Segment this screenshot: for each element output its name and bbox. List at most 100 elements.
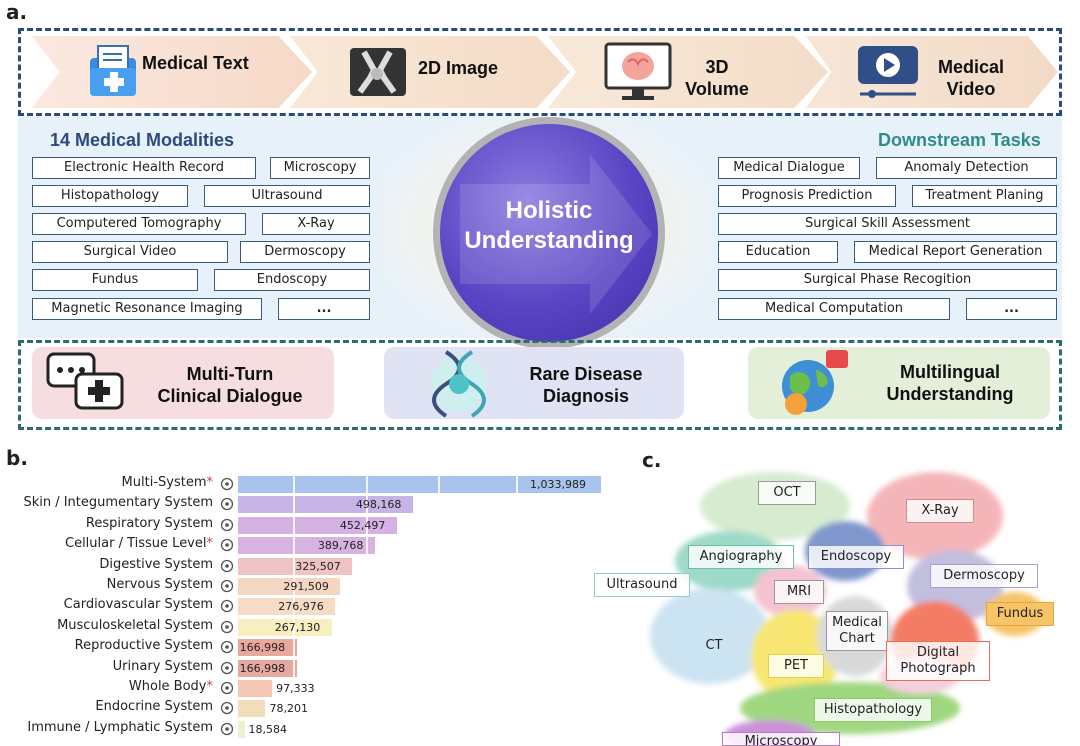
heart-icon — [220, 600, 234, 613]
bar-category-text: Reproductive System — [74, 638, 213, 654]
bar-value-label: 498,168 — [355, 498, 402, 512]
modality-box: Microscopy — [270, 157, 370, 179]
modality-box: Histopathology — [32, 185, 188, 207]
bar-star-marker: * — [206, 475, 214, 490]
bone-icon — [220, 620, 234, 633]
bar-gridline — [293, 537, 295, 555]
task-box: Treatment Planing — [912, 185, 1057, 207]
cluster-label-fundus: Fundus — [986, 602, 1054, 626]
bar — [238, 700, 266, 718]
lymph-icon — [220, 722, 234, 735]
panel-b-label: b. — [6, 446, 28, 470]
bar-gridline — [293, 557, 295, 575]
modality-types-frame — [18, 28, 1062, 116]
kidney-icon — [220, 661, 234, 674]
bar-gridline — [366, 476, 368, 493]
bar-gridline — [293, 618, 295, 636]
cluster-label-histopathology: Histopathology — [814, 698, 932, 722]
uterus-icon — [220, 641, 234, 654]
modality-box: Electronic Health Record — [32, 157, 256, 179]
bar-category-label: Cellular / Tissue Level* — [18, 536, 213, 551]
bar — [238, 618, 332, 636]
dna-helix-icon — [431, 350, 487, 418]
modality-box: Computered Tomography — [32, 213, 246, 235]
cluster-label-digital-photograph: Digital Photograph — [886, 641, 990, 681]
cluster-label-endoscopy: Endoscopy — [808, 545, 904, 569]
brain-monitor-icon — [604, 42, 672, 100]
ct-cluster — [650, 588, 770, 684]
panel-c-label: c. — [642, 448, 662, 472]
bar-category-label: Reproductive System — [18, 638, 213, 653]
stomach-icon — [220, 559, 234, 572]
bar-gridline — [293, 639, 295, 657]
cluster-label-ct: CT — [705, 638, 723, 653]
bar-category-text: Cardiovascular System — [63, 597, 213, 613]
task-box: Medical Computation — [718, 298, 950, 320]
bar-value-label: 97,333 — [276, 682, 315, 695]
holistic-understanding-label: Holistic Understanding — [440, 196, 658, 256]
bar-gridline — [293, 659, 295, 677]
bar-value-label: 18,584 — [248, 722, 288, 736]
bar-category-label: Skin / Integumentary System — [18, 495, 213, 510]
bar-gridline — [293, 516, 295, 534]
bar-value-label: 389,768 — [317, 539, 364, 553]
bar-value-label: 166,998 — [239, 661, 286, 675]
modality-box-more: ... — [278, 298, 370, 320]
cluster-label-angiography: Angiography — [688, 545, 794, 569]
bar-category-text: Immune / Lymphatic System — [27, 719, 213, 735]
bar-category-text: Nervous System — [106, 577, 213, 592]
bar-gridline — [293, 578, 295, 595]
medical-folder-icon — [90, 45, 136, 96]
modality-box: Dermoscopy — [240, 241, 370, 263]
bar-gridline — [516, 476, 518, 493]
bar-category-label: Immune / Lymphatic System — [18, 720, 213, 735]
task-box: Medical Report Generation — [854, 241, 1057, 263]
skin-icon — [220, 498, 234, 511]
feature-dialogue-label: Multi-Turn Clinical Dialogue — [140, 363, 320, 407]
bar-value-label: 78,201 — [269, 702, 308, 716]
bar-category-text: Cellular / Tissue Level — [65, 536, 207, 552]
bar-gridline — [293, 476, 295, 493]
bar-star-marker: * — [206, 679, 214, 694]
task-box-more: ... — [966, 298, 1057, 320]
bar-value-label: 1,033,989 — [530, 478, 586, 491]
modality-box: X-Ray — [262, 213, 370, 235]
modality-box: Endoscopy — [214, 269, 370, 291]
bar-category-label: Respiratory System — [18, 516, 213, 531]
medical-video-text: Medical Video — [937, 57, 1005, 99]
multi-system-icon — [220, 477, 234, 491]
bar-category-label: Cardiovascular System — [18, 597, 213, 612]
bar — [238, 639, 297, 657]
2d-image-label: 2D Image — [418, 58, 499, 78]
modality-box: Magnetic Resonance Imaging — [32, 298, 262, 320]
bar-value-label: 452,497 — [339, 518, 386, 532]
bar-category-label: Urinary System — [18, 659, 213, 674]
bar-gridline — [366, 496, 368, 514]
bar-category-text: Respiratory System — [85, 515, 213, 531]
bar-value-label: 267,130 — [274, 620, 321, 634]
feature-multilingual-label: Multilingual Understanding — [864, 361, 1036, 405]
task-box: Anomaly Detection — [876, 157, 1057, 179]
bar — [238, 720, 245, 738]
feature-multilingual-line1: Multilingual — [900, 362, 1000, 382]
2d-image-arrow — [290, 36, 570, 108]
globe-chat-icon — [782, 350, 848, 415]
holistic-circle — [440, 124, 658, 342]
feature-rare-label: Rare Disease Diagnosis — [500, 363, 672, 407]
bar-category-text: Skin / Integumentary System — [23, 495, 213, 511]
bar-category-label: Multi-System* — [18, 475, 213, 490]
cluster-label-oct: OCT — [758, 481, 816, 505]
bar — [238, 578, 341, 595]
3d-volume-text: 3D Volume — [685, 57, 749, 99]
tasks-heading: Downstream Tasks — [878, 130, 1041, 150]
feature-rare-line2: Diagnosis — [542, 386, 630, 406]
bar-value-label: 325,507 — [295, 559, 341, 573]
cluster-label-medical-chart: Medical Chart — [826, 611, 888, 651]
bar — [238, 598, 336, 616]
features-frame — [18, 340, 1062, 430]
task-box: Medical Dialogue — [718, 157, 860, 179]
panel-a-label: a. — [6, 0, 28, 24]
bar — [238, 516, 397, 534]
feature-multilingual-line2: Understanding — [886, 384, 1014, 404]
medical-video-arrow — [806, 36, 1058, 108]
